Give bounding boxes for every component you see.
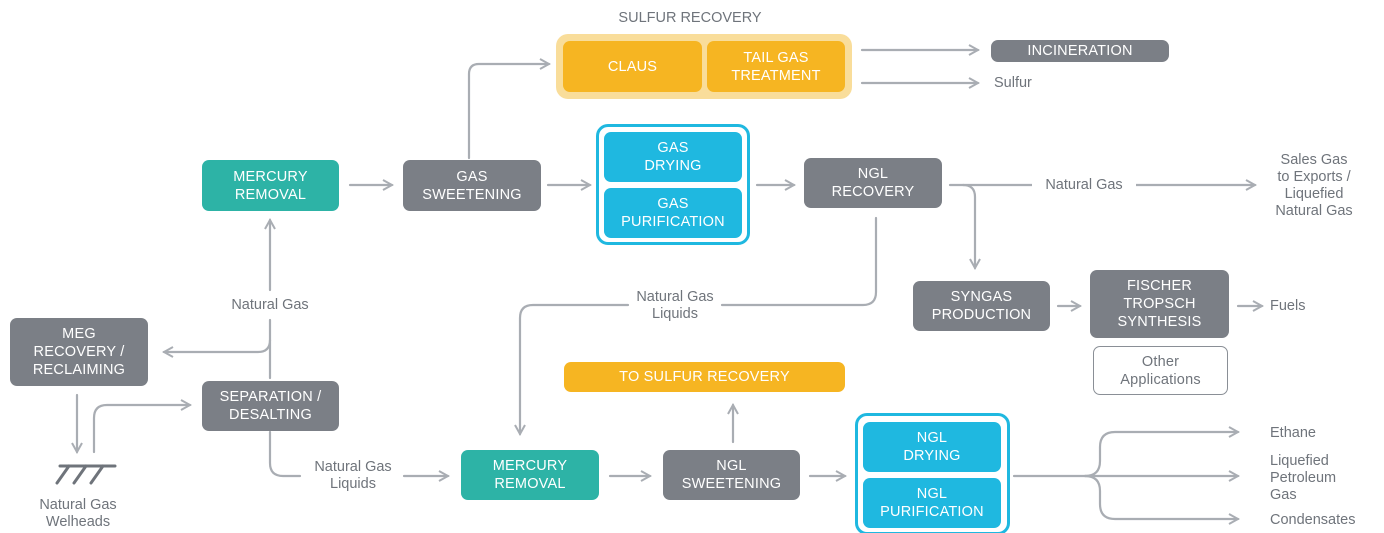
ngl-drying-box: NGL DRYING xyxy=(863,422,1001,472)
sulfur-recovery-title: SULFUR RECOVERY xyxy=(618,10,762,26)
claus-box: CLAUS xyxy=(563,41,702,92)
meg-recovery-box: MEG RECOVERY / RECLAIMING xyxy=(10,318,148,386)
welheads-icon xyxy=(55,464,117,485)
arrow-ngl-recovery-to-syngas xyxy=(961,183,975,268)
to-sulfur-recovery-box: TO SULFUR RECOVERY xyxy=(564,362,845,392)
mercury-removal-top-box: MERCURY REMOVAL xyxy=(202,160,339,211)
fischer-tropsch-box: FISCHER TROPSCH SYNTHESIS xyxy=(1090,270,1229,338)
lpg-label: Liquefied Petroleum Gas xyxy=(1270,453,1337,503)
gas-drying-box: GAS DRYING xyxy=(604,132,742,182)
ethane-label: Ethane xyxy=(1270,425,1316,441)
incineration-box: INCINERATION xyxy=(991,40,1169,62)
mercury-removal-bottom-box: MERCURY REMOVAL xyxy=(461,450,599,500)
arrow-separation-to-liquids xyxy=(268,430,302,478)
tail-gas-treatment-box: TAIL GAS TREATMENT xyxy=(707,41,845,92)
ngl-liquids-mid-label: Natural Gas Liquids xyxy=(636,289,714,322)
other-applications-box: Other Applications xyxy=(1093,346,1228,395)
gas-sweetening-box: GAS SWEETENING xyxy=(403,160,541,211)
condensates-label: Condensates xyxy=(1270,512,1356,528)
syngas-production-box: SYNGAS PRODUCTION xyxy=(913,281,1050,331)
ngl-recovery-box: NGL RECOVERY xyxy=(804,158,942,208)
arrow-welheads-to-separation xyxy=(92,405,190,454)
arrow-to-meg xyxy=(164,338,272,352)
sulfur-label: Sulfur xyxy=(994,75,1032,91)
ngl-liquids-bottom-label: Natural Gas Liquids xyxy=(314,459,392,492)
arrow-sweetening-to-sulfur xyxy=(467,64,549,160)
arrow-liquids-to-mercury xyxy=(520,303,630,434)
ngl-purification-box: NGL PURIFICATION xyxy=(863,478,1001,528)
ngl-sweetening-box: NGL SWEETENING xyxy=(663,450,800,500)
arrow-split-condensates xyxy=(1083,474,1238,519)
fuels-label: Fuels xyxy=(1270,298,1306,314)
sales-gas-label: Sales Gas to Exports / Liquefied Natural… xyxy=(1275,152,1353,219)
natural-gas-left-label: Natural Gas xyxy=(220,297,320,314)
separation-desalting-box: SEPARATION / DESALTING xyxy=(202,381,339,431)
arrow-ngl-recovery-liquids xyxy=(720,216,878,307)
gas-purification-box: GAS PURIFICATION xyxy=(604,188,742,238)
natural-gas-mid-label: Natural Gas xyxy=(1032,177,1136,194)
arrow-split-ethane xyxy=(1083,432,1238,478)
welheads-label: Natural Gas Welheads xyxy=(39,497,117,530)
